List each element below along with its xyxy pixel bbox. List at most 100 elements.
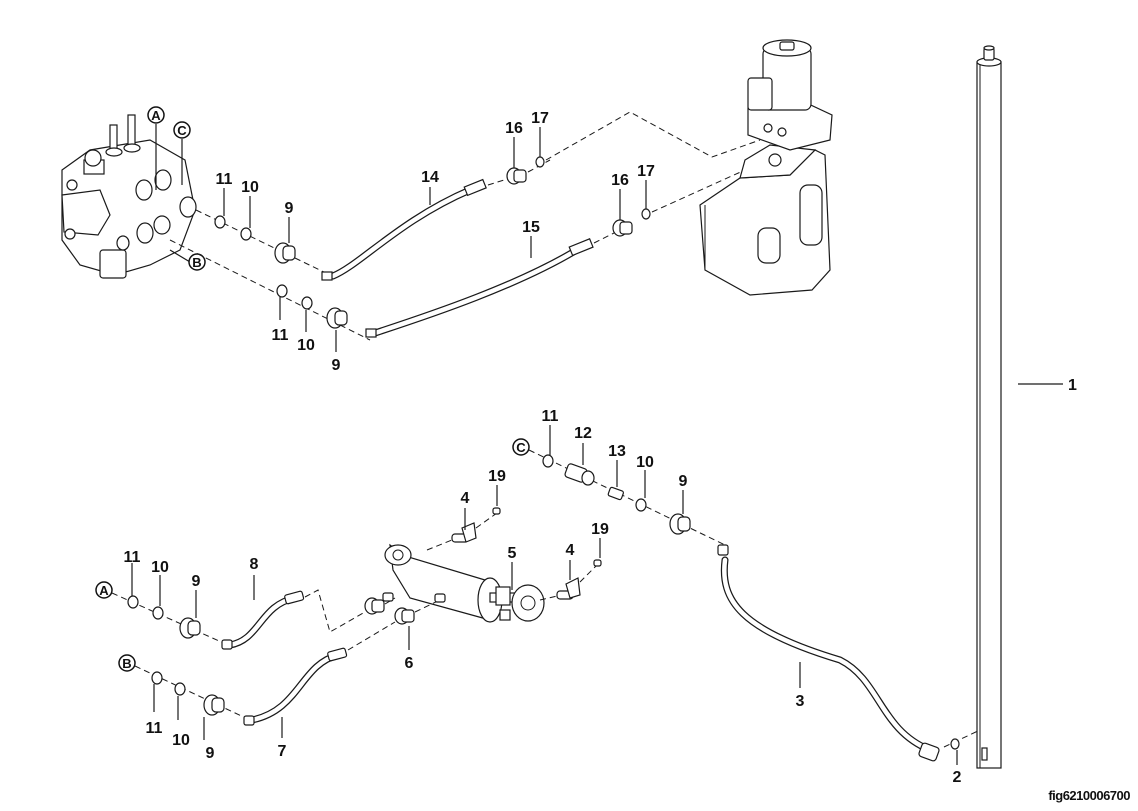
svg-text:9: 9 <box>332 357 341 374</box>
seal-17a <box>535 156 545 168</box>
marker-a-line: A <box>95 581 113 599</box>
o-ring-10-b <box>174 682 186 696</box>
fitting-6 <box>394 607 415 625</box>
svg-text:6: 6 <box>405 655 414 672</box>
callout-16a: 16 <box>505 120 523 168</box>
callout-6: 6 <box>405 626 414 672</box>
callout-9-top2: 9 <box>332 330 341 374</box>
svg-text:10: 10 <box>636 454 654 471</box>
callout-19b: 19 <box>591 521 609 558</box>
svg-text:C: C <box>516 440 526 455</box>
callout-13: 13 <box>608 443 626 487</box>
callout-3: 3 <box>796 662 805 710</box>
svg-text:9: 9 <box>285 200 294 217</box>
o-ring-11-top1 <box>214 215 226 229</box>
callout-11-top2: 11 <box>272 297 289 344</box>
pin-4b <box>556 577 581 600</box>
callout-10-top2: 10 <box>297 310 315 354</box>
cylinder <box>384 543 545 623</box>
callout-17b: 17 <box>637 163 655 209</box>
o-ring-11-a <box>127 595 139 609</box>
svg-text:9: 9 <box>206 745 215 762</box>
marker-a-valve: A <box>147 106 165 190</box>
svg-text:2: 2 <box>953 769 962 786</box>
adapter-9-a <box>179 617 201 639</box>
callout-11-c: 11 <box>542 408 559 455</box>
svg-text:19: 19 <box>591 521 609 538</box>
adapter-9-top1 <box>274 242 296 264</box>
callout-9-c: 9 <box>679 473 688 514</box>
svg-text:3: 3 <box>796 693 805 710</box>
svg-text:C: C <box>177 123 187 138</box>
fitting-2 <box>950 738 960 750</box>
pin-4a <box>451 522 477 543</box>
marker-c-valve: C <box>173 121 191 185</box>
svg-text:11: 11 <box>216 171 233 188</box>
svg-text:9: 9 <box>192 573 201 590</box>
control-valve <box>61 114 197 279</box>
callout-19a: 19 <box>488 468 506 506</box>
svg-text:10: 10 <box>297 337 315 354</box>
callout-11-b: 11 <box>146 684 163 737</box>
callout-4b: 4 <box>566 542 575 580</box>
hose-3 <box>717 544 940 762</box>
svg-text:7: 7 <box>278 743 287 760</box>
o-ring-11-b <box>151 671 163 685</box>
o-ring-10-top2 <box>301 296 313 310</box>
seal-17b <box>641 208 651 220</box>
svg-text:14: 14 <box>421 169 439 186</box>
svg-text:5: 5 <box>508 545 517 562</box>
callout-15: 15 <box>522 219 540 258</box>
svg-text:17: 17 <box>531 110 549 127</box>
hose-7 <box>243 647 348 726</box>
svg-text:9: 9 <box>679 473 688 490</box>
callout-5: 5 <box>508 545 517 590</box>
hose-14 <box>321 178 487 281</box>
svg-text:10: 10 <box>151 559 169 576</box>
callout-11-a: 11 <box>124 549 141 596</box>
callout-16b: 16 <box>611 172 629 220</box>
svg-text:B: B <box>192 255 201 270</box>
callout-7: 7 <box>278 717 287 760</box>
callout-9-top1: 9 <box>285 200 294 243</box>
fitting-cyl-a <box>364 597 385 615</box>
svg-text:4: 4 <box>461 490 470 507</box>
callout-10-c: 10 <box>636 454 654 498</box>
svg-text:16: 16 <box>611 172 629 189</box>
svg-text:19: 19 <box>488 468 506 485</box>
callout-1: 1 <box>1018 377 1077 394</box>
svg-text:10: 10 <box>241 179 259 196</box>
fitting-13 <box>607 486 624 501</box>
svg-text:11: 11 <box>146 720 163 737</box>
marker-c-line: C <box>512 438 530 456</box>
callout-8: 8 <box>250 556 259 600</box>
callout-14: 14 <box>421 169 439 205</box>
o-ring-10-c <box>635 498 647 512</box>
svg-text:11: 11 <box>272 327 289 344</box>
svg-text:1: 1 <box>1068 377 1077 394</box>
adapter-9-c <box>669 513 691 535</box>
svg-text:A: A <box>99 583 109 598</box>
hose-8 <box>221 590 305 650</box>
power-unit <box>699 39 833 296</box>
callout-12: 12 <box>574 425 592 465</box>
o-ring-10-a <box>152 606 164 620</box>
callout-9-a: 9 <box>192 573 201 618</box>
marker-b-valve: B <box>169 249 206 271</box>
svg-text:16: 16 <box>505 120 523 137</box>
fitting-16b <box>612 219 633 237</box>
svg-text:4: 4 <box>566 542 575 559</box>
svg-text:11: 11 <box>124 549 141 566</box>
svg-text:12: 12 <box>574 425 592 442</box>
adapter-9-b <box>203 694 225 716</box>
o-ring-11-c <box>542 454 554 468</box>
svg-text:10: 10 <box>172 732 190 749</box>
adapter-9-top2 <box>326 307 348 329</box>
figure-id-label: fig6210006700 <box>1048 788 1130 803</box>
svg-text:17: 17 <box>637 163 655 180</box>
svg-text:15: 15 <box>522 219 540 236</box>
callout-11-top1: 11 <box>216 171 233 216</box>
callout-10-a: 10 <box>151 559 169 606</box>
marker-b-line: B <box>118 654 136 672</box>
